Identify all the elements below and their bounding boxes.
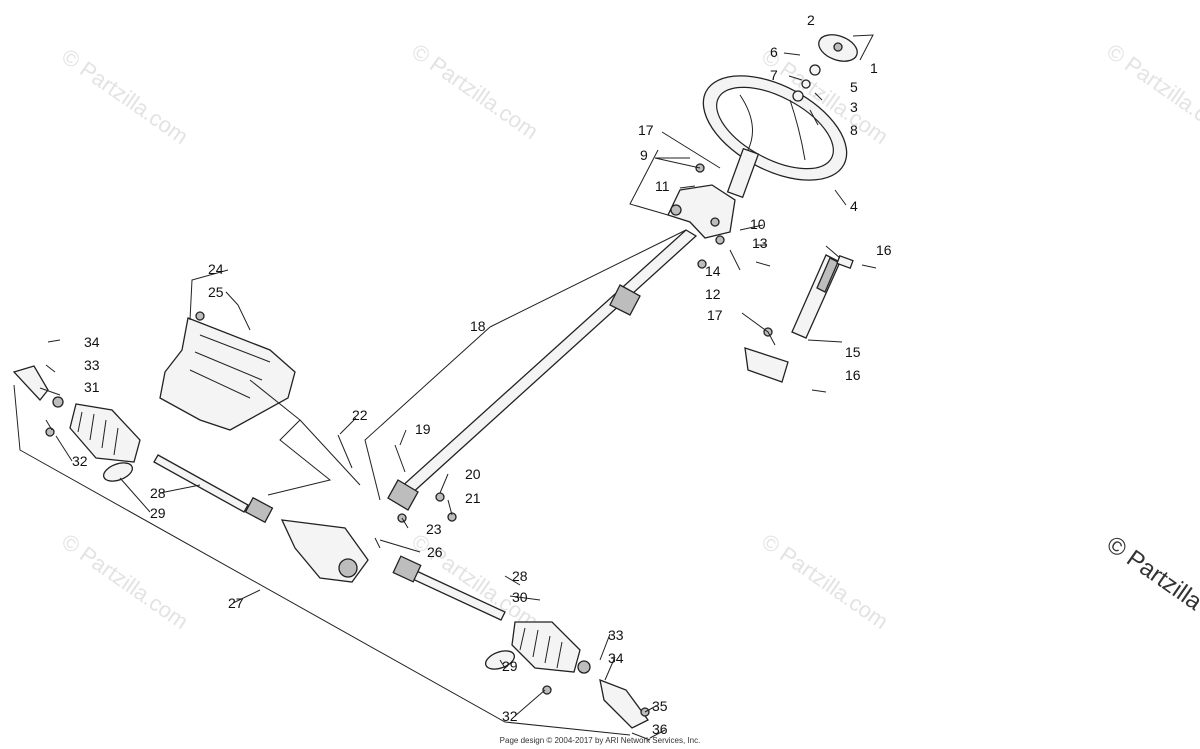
edge-watermark: © Partzilla <box>1102 531 1200 616</box>
callout-label: 28 <box>150 485 166 501</box>
callout-label: 11 <box>655 178 670 194</box>
callout-label: 9 <box>640 147 648 163</box>
intermediate-shaft[interactable] <box>387 229 698 511</box>
callout-label: 31 <box>84 379 100 395</box>
callout-label: 27 <box>228 595 244 611</box>
steering-column[interactable] <box>726 147 760 199</box>
callout-label: 36 <box>652 721 668 737</box>
callout-label: 19 <box>415 421 431 437</box>
callout-label: 33 <box>608 627 624 643</box>
callout-label: 29 <box>150 505 166 521</box>
callout-label: 2 <box>807 12 815 28</box>
callout-label: 16 <box>845 367 861 383</box>
tie-rod-end-right[interactable] <box>577 660 649 729</box>
callout-label: 34 <box>84 334 100 350</box>
callout-label: 13 <box>752 235 768 251</box>
callout-label: 4 <box>850 198 858 214</box>
watermark: © Partzilla.com <box>757 529 893 635</box>
callout-label: 5 <box>850 79 858 95</box>
callout-label: 30 <box>512 589 528 605</box>
callout-label: 23 <box>426 521 442 537</box>
boot-left[interactable] <box>69 403 141 463</box>
footer-copyright: Page design © 2004-2017 by ARI Network S… <box>499 736 701 745</box>
boot-right[interactable] <box>511 621 581 673</box>
shock-damper[interactable] <box>791 254 854 339</box>
callout-label: 17 <box>638 122 654 138</box>
callout-label: 12 <box>705 286 721 302</box>
steering-wheel[interactable] <box>686 54 863 201</box>
callout-label: 21 <box>465 490 481 506</box>
callout-label: 7 <box>770 67 778 83</box>
callout-label: 14 <box>705 263 721 279</box>
callout-label: 28 <box>512 568 528 584</box>
leader-lines <box>13 34 874 739</box>
callout-label: 3 <box>850 99 858 115</box>
callout-label: 22 <box>352 407 368 423</box>
rack-housing[interactable] <box>280 519 369 583</box>
watermark: © Partzilla.com <box>1102 39 1200 145</box>
tie-rod-end-left[interactable] <box>12 365 64 408</box>
watermark: © Partzilla.com <box>57 44 193 150</box>
callout-label: 34 <box>608 650 624 666</box>
tie-rod-left[interactable] <box>153 454 274 524</box>
hub-nut-washer[interactable] <box>792 64 821 102</box>
shock-lower-bracket[interactable] <box>744 347 789 383</box>
watermark: © Partzilla.com <box>57 529 193 635</box>
mount-bracket[interactable] <box>667 184 736 239</box>
watermark: © Partzilla.com <box>407 39 543 145</box>
callout-label: 25 <box>208 284 224 300</box>
callout-label: 35 <box>652 698 668 714</box>
callout-label: 17 <box>707 307 723 323</box>
callout-label: 8 <box>850 122 858 138</box>
callout-label: 32 <box>502 708 518 724</box>
tie-rod-right[interactable] <box>392 555 506 621</box>
callout-label: 18 <box>470 318 486 334</box>
callout-label: 26 <box>427 544 443 560</box>
heat-shield-plate[interactable] <box>159 317 296 431</box>
callout-label: 32 <box>72 453 88 469</box>
callout-label: 29 <box>502 658 518 674</box>
callout-label: 24 <box>208 261 224 277</box>
callout-label: 16 <box>876 242 892 258</box>
callout-label: 1 <box>870 60 878 76</box>
callout-label: 33 <box>84 357 100 373</box>
hub-cap[interactable] <box>815 30 861 66</box>
callout-label: 10 <box>750 216 766 232</box>
callout-label: 20 <box>465 466 481 482</box>
callout-label: 6 <box>770 44 778 60</box>
callout-numbers: 1 2 3 4 5 6 7 8 9 10 11 12 13 14 15 16 1… <box>72 12 892 737</box>
callout-label: 15 <box>845 344 861 360</box>
